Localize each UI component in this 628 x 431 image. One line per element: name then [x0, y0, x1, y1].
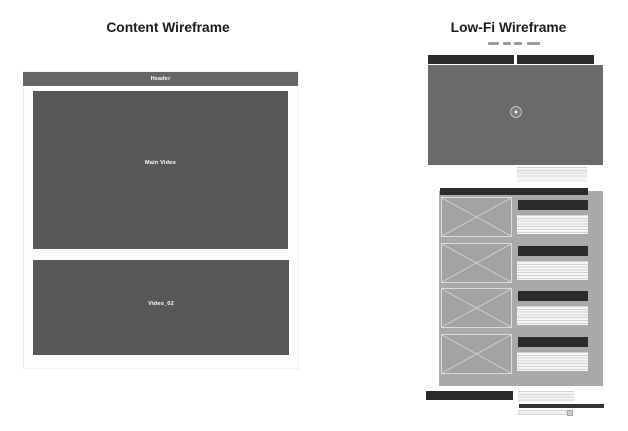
- video-02-label: Video_02: [148, 300, 174, 307]
- x-cross-icon: [442, 289, 511, 327]
- list-item: [439, 288, 603, 329]
- image-placeholder: [441, 197, 512, 237]
- content-wireframe-title: Content Wireframe: [106, 19, 230, 35]
- lowfi-wireframe-title: Low-Fi Wireframe: [450, 19, 567, 35]
- footer-text-lines: [518, 390, 574, 402]
- x-cross-icon: [442, 335, 511, 373]
- x-cross-icon: [442, 198, 511, 236]
- video-02-box: Video_02: [33, 260, 289, 355]
- nav-dash: [503, 42, 511, 45]
- x-cross-icon: [442, 244, 511, 282]
- main-video-label: Main Video: [145, 160, 176, 166]
- header-bar: Header: [23, 72, 298, 86]
- item-title-bar: [517, 337, 588, 347]
- list-header-bar: [440, 188, 588, 195]
- item-text-lines: [517, 260, 588, 280]
- video-placeholder: [428, 65, 603, 165]
- image-placeholder: [441, 243, 512, 283]
- play-icon[interactable]: [509, 106, 522, 118]
- list-item: [439, 197, 603, 238]
- item-title-bar: [517, 246, 588, 256]
- caption-text-lines: [517, 167, 587, 182]
- nav-dash: [488, 42, 499, 45]
- list-item: [439, 243, 603, 284]
- item-title-bar: [517, 291, 588, 301]
- nav-bar-right: [517, 54, 594, 64]
- item-text-lines: [517, 305, 588, 325]
- nav-dash: [513, 42, 522, 45]
- footer-bar: [426, 391, 513, 400]
- footer-input-field[interactable]: [518, 409, 567, 415]
- header-label: Header: [150, 76, 171, 82]
- item-text-lines: [517, 214, 588, 234]
- list-item: [439, 334, 603, 375]
- item-text-lines: [517, 351, 588, 371]
- nav-bar-left: [428, 54, 514, 64]
- main-video-box: Main Video: [33, 91, 288, 249]
- nav-dash: [526, 42, 540, 45]
- image-placeholder: [441, 288, 512, 328]
- item-title-bar: [517, 200, 588, 210]
- footer-divider-bar: [518, 404, 604, 408]
- footer-checkbox[interactable]: [566, 409, 573, 416]
- image-placeholder: [441, 334, 512, 374]
